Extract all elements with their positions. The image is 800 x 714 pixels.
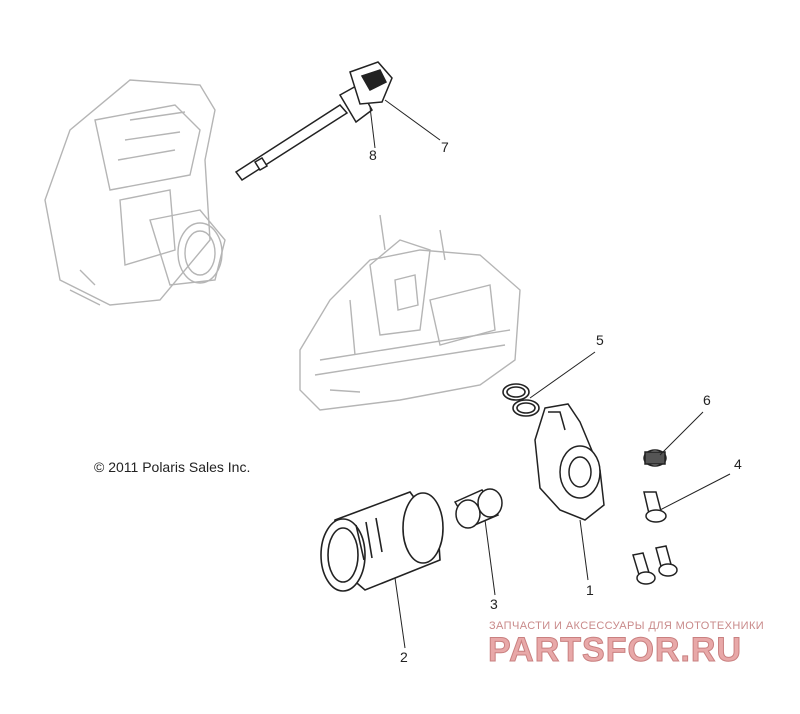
watermark-logo: PARTSFOR.RU (487, 631, 743, 670)
engine-head-ghost (44, 79, 226, 306)
callout-8: 8 (369, 147, 377, 163)
filter-adapter (534, 403, 605, 521)
watermark-subtitle: ЗАПЧАСТИ И АКСЕССУАРЫ ДЛЯ МОТОТЕХНИКИ (489, 620, 765, 632)
engine-block-ghost (299, 214, 521, 411)
o-rings (502, 383, 540, 417)
copyright-notice: © 2011 Polaris Sales Inc. (94, 459, 251, 475)
bolts (632, 491, 678, 585)
callout-1: 1 (586, 582, 594, 598)
oil-filter (320, 491, 444, 592)
callout-7: 7 (441, 139, 449, 155)
leader-lines (369, 99, 731, 649)
dipstick-assembly (234, 61, 393, 182)
callout-6: 6 (703, 392, 711, 408)
callout-4: 4 (734, 456, 742, 472)
callout-3: 3 (490, 596, 498, 612)
callout-5: 5 (596, 332, 604, 348)
callout-2: 2 (400, 649, 408, 665)
sleeve (453, 488, 503, 529)
